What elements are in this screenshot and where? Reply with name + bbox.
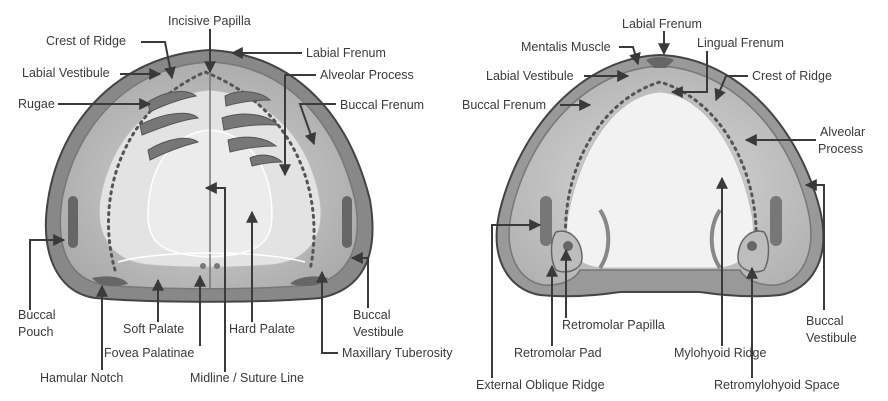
- label-retromolar-papilla: Retromolar Papilla: [562, 318, 665, 332]
- label-crest-of-ridge-upper: Crest of Ridge: [46, 34, 126, 48]
- label-buccal-vestibule-lower-2: Vestibule: [806, 331, 857, 345]
- label-external-oblique-ridge: External Oblique Ridge: [476, 378, 605, 392]
- retromolar-papilla-left: [563, 241, 573, 251]
- lower-buccal-right: [770, 196, 782, 246]
- lower-buccal-left: [540, 196, 552, 246]
- label-rugae: Rugae: [18, 97, 55, 111]
- label-labial-frenum-upper: Labial Frenum: [306, 46, 386, 60]
- fovea-right: [214, 263, 220, 269]
- label-hard-palate: Hard Palate: [229, 322, 295, 336]
- label-buccal-vestibule-upper-1: Buccal: [353, 308, 391, 322]
- label-buccal-pouch-2: Pouch: [18, 325, 53, 339]
- fovea-left: [200, 263, 206, 269]
- label-buccal-vestibule-upper-2: Vestibule: [353, 325, 404, 339]
- label-lingual-frenum: Lingual Frenum: [697, 36, 784, 50]
- label-buccal-vestibule-lower-1: Buccal: [806, 314, 844, 328]
- label-maxillary-tuberosity: Maxillary Tuberosity: [342, 346, 453, 360]
- upper-buccal-vestibule: [342, 196, 352, 248]
- label-alveolar-process-upper: Alveolar Process: [320, 68, 414, 82]
- label-retromylohyoid-space: Retromylohyoid Space: [714, 378, 840, 392]
- label-incisive-papilla: Incisive Papilla: [168, 14, 251, 28]
- label-buccal-frenum-upper: Buccal Frenum: [340, 98, 424, 112]
- label-retromolar-pad: Retromolar Pad: [514, 346, 602, 360]
- upper-arch: [46, 50, 373, 302]
- label-fovea-palatinae: Fovea Palatinae: [104, 346, 194, 360]
- upper-buccal-pouch: [68, 196, 78, 248]
- label-labial-vestibule-lower: Labial Vestibule: [486, 69, 574, 83]
- label-hamular-notch: Hamular Notch: [40, 371, 123, 385]
- label-midline: Midline / Suture Line: [190, 371, 304, 385]
- label-crest-of-ridge-lower: Crest of Ridge: [752, 69, 832, 83]
- label-buccal-frenum-lower: Buccal Frenum: [462, 98, 546, 112]
- label-labial-vestibule-upper: Labial Vestibule: [22, 66, 110, 80]
- label-mentalis-muscle: Mentalis Muscle: [521, 40, 611, 54]
- label-alveolar-process-lower-2: Process: [818, 142, 863, 156]
- lower-arch: [497, 55, 824, 296]
- label-labial-frenum-lower: Labial Frenum: [622, 17, 702, 31]
- retromolar-papilla-right: [747, 241, 757, 251]
- label-buccal-pouch-1: Buccal: [18, 308, 56, 322]
- label-soft-palate: Soft Palate: [123, 322, 184, 336]
- label-alveolar-process-lower-1: Alveolar: [820, 125, 865, 139]
